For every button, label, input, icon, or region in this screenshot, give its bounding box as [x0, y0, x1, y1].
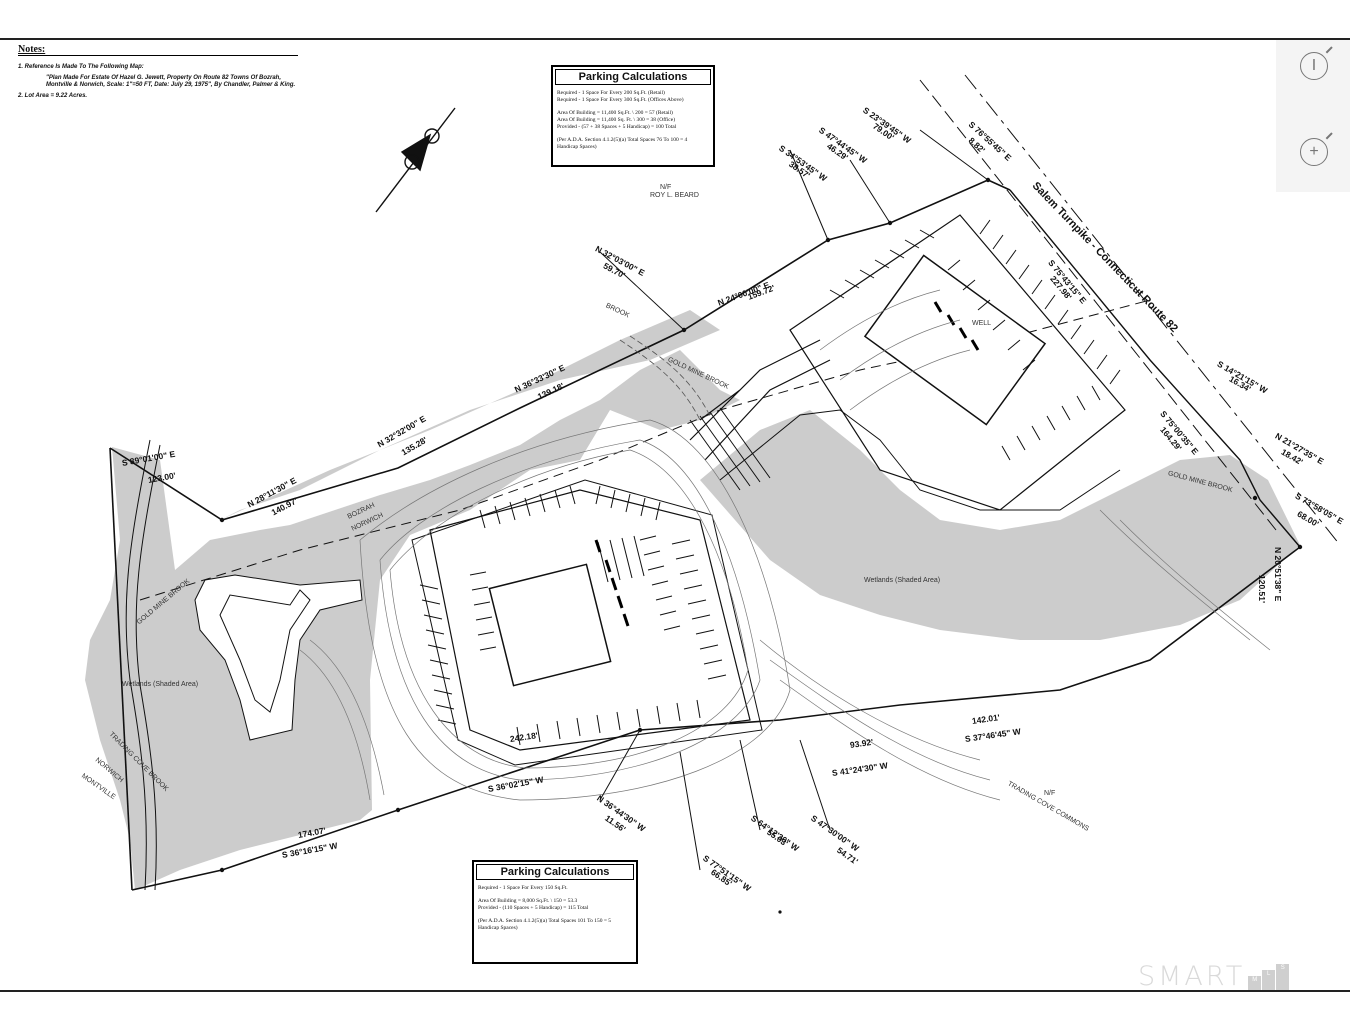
- place-label: WELL: [972, 320, 992, 327]
- zoom-controls: I +: [1276, 40, 1350, 192]
- town-line: [139, 299, 1151, 601]
- calc-top-line: Area Of Building = 11,400 Sq. Ft. \ 300 …: [557, 117, 676, 123]
- property-boundary-south: [131, 546, 1301, 891]
- logo-wordmark: SMART: [1138, 961, 1246, 992]
- property-boundary-east: [1009, 189, 1301, 548]
- gold-mine-brook-stream: [125, 439, 161, 891]
- road-centerline: [964, 74, 1341, 546]
- smart-mls-logo: SMART M L S: [1138, 961, 1290, 992]
- detention-island-inner: [219, 589, 311, 713]
- access-drive-curb: [719, 409, 1121, 511]
- north-arrow-icon: [375, 107, 456, 213]
- bearing-label: 120.51': [1257, 575, 1267, 604]
- handicap-stalls-south: [594, 539, 630, 627]
- handicap-stalls-north: [933, 301, 980, 351]
- wetland-area-west: [85, 350, 740, 890]
- viewer-top-bar: [0, 0, 1350, 40]
- site-plan-drawing: [85, 74, 1341, 914]
- calc-top-line: Required - 1 Space For Every 200 Sq.Ft. …: [557, 90, 665, 96]
- place-label: N/F: [660, 184, 672, 191]
- calc-bottom-line: Required - 1 Space For Every 150 Sq.Ft.: [478, 885, 568, 891]
- calc-bottom-line: (Per A.D.A. Section 4.1.2(5)(a) Total Sp…: [478, 918, 612, 931]
- calc-bottom-line: Area Of Building = 8,000 Sq.Ft. \ 150 = …: [478, 898, 578, 904]
- culvert-crossing: [689, 407, 771, 491]
- zoom-in-button[interactable]: +: [1300, 138, 1328, 166]
- calc-top-line: (Per A.D.A. Section 4.1.2(5)(a) Total Sp…: [557, 137, 688, 150]
- logo-bar-s: S: [1276, 964, 1290, 990]
- property-boundary-west: [109, 447, 133, 891]
- wetland-area-east: [700, 410, 1300, 640]
- viewer-bottom-rule: [0, 990, 1350, 992]
- parking-calculations-bottom-title: Parking Calculations: [476, 864, 634, 880]
- building-pad-south-outer: [411, 479, 763, 766]
- parking-calculations-top-title: Parking Calculations: [555, 69, 711, 85]
- calc-top-line: Provided - (57 + 38 Spaces + 5 Handicap)…: [557, 124, 677, 130]
- calc-top-line: Area Of Building = 11,400 Sq.Ft. \ 200 =…: [557, 110, 673, 116]
- logo-bar-l: L: [1262, 970, 1276, 990]
- bearing-label: N 20°51'38" E: [1273, 547, 1283, 602]
- bearing-leaders: [599, 129, 989, 871]
- parking-calculations-bottom: Parking Calculations Required - 1 Space …: [472, 860, 638, 964]
- wetland-strip-north: [220, 310, 720, 520]
- note-1-reference: "Plan Made For Estate Of Hazel G. Jewett…: [46, 75, 296, 88]
- place-label: Wetlands (Shaded Area): [864, 577, 941, 584]
- zoom-reset-button[interactable]: I: [1300, 52, 1328, 80]
- building-pad-south: [429, 489, 751, 751]
- road-right-of-way: [919, 79, 1277, 531]
- parking-stalls-north: [829, 219, 1121, 461]
- building-pad-north: [789, 214, 1126, 511]
- logo-bar-m: M: [1248, 976, 1262, 990]
- notes-block: Notes: 1. Reference Is Made To The Follo…: [18, 45, 298, 104]
- gold-mine-brook-north: [619, 335, 711, 421]
- retail-building-north: [863, 254, 1047, 426]
- retail-building-south: [488, 563, 612, 687]
- logo-bars: M L S: [1247, 964, 1290, 990]
- contour-lines: [299, 289, 1271, 801]
- notes-title: Notes:: [18, 45, 298, 56]
- place-label: ROY L. BEARD: [650, 192, 699, 199]
- calc-bottom-line: Provided - (110 Spaces + 5 Handicap) = 1…: [478, 905, 589, 911]
- parking-stalls-south: [419, 485, 727, 746]
- parking-calculations-top: Parking Calculations Required - 1 Space …: [551, 65, 715, 167]
- note-1: 1. Reference Is Made To The Following Ma…: [18, 64, 144, 70]
- place-label: N/F: [1044, 790, 1056, 797]
- calc-top-line: Required - 1 Space For Every 300 Sq.Ft. …: [557, 97, 684, 103]
- place-label: Wetlands (Shaded Area): [122, 681, 199, 688]
- note-2: 2. Lot Area = 9.22 Acres.: [18, 93, 88, 99]
